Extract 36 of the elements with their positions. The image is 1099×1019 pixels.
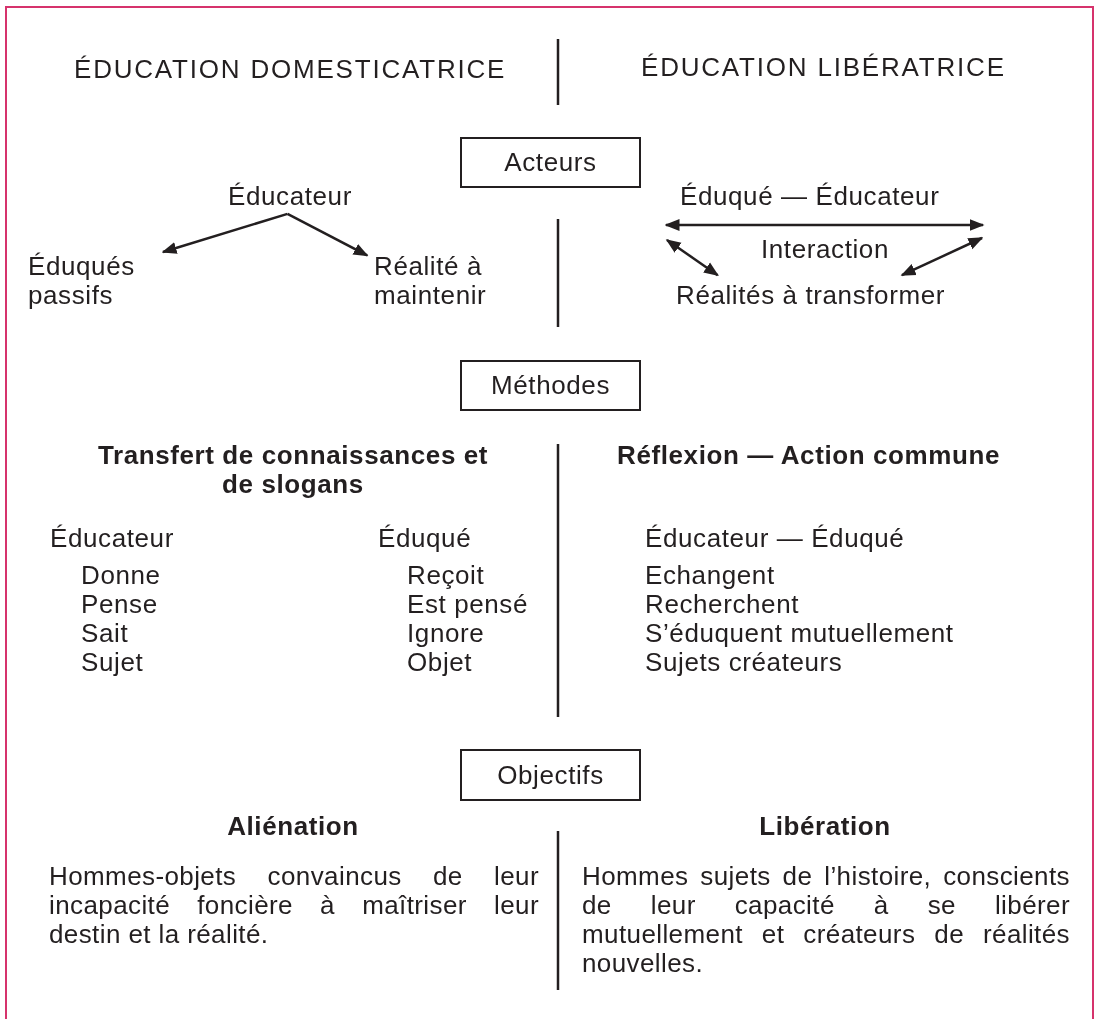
arrow — [286, 212, 369, 257]
list-item: Sujet — [81, 648, 144, 677]
column-heading: ÉDUCATION LIBÉRATRICE — [641, 53, 1006, 82]
list-item: Donne — [81, 561, 161, 590]
list-item: Ignore — [407, 619, 485, 648]
arrow — [161, 212, 288, 254]
list-item: Est pensé — [407, 590, 529, 619]
list-item: S’éduquent mutuellement — [645, 619, 954, 648]
list-item: Pense — [81, 590, 158, 619]
list-item: Éducateur — Éduqué — [645, 524, 905, 553]
list-item: Reçoit — [407, 561, 485, 590]
section-box: Méthodes — [460, 360, 641, 411]
objective-heading: Aliénation — [226, 812, 360, 841]
section-box: Objectifs — [460, 749, 641, 801]
list-item: Sujets créateurs — [645, 648, 843, 677]
node-label: Réalités à transformer — [676, 281, 945, 310]
column-heading: ÉDUCATION DOMESTICATRICE — [74, 55, 507, 84]
objective-description: Hommes-objets convaincus de leur incapacité foncière à maîtriser leur destin et la réalité. — [49, 862, 539, 949]
node-label: Éduqués passifs — [28, 252, 153, 310]
list-item: Echangent — [645, 561, 775, 590]
objective-description: Hommes sujets de l’histoire, conscients de leur capacité à se libérer mutuellement et créateurs de réalités nouvelles. — [582, 862, 1070, 978]
list-item: Éduqué — [378, 524, 472, 553]
list-item: Recherchent — [645, 590, 800, 619]
arrow — [900, 236, 984, 277]
arrow — [665, 238, 719, 277]
node-label: Éducateur — [228, 182, 352, 211]
list-item: Éducateur — [50, 524, 174, 553]
section-box: Acteurs — [460, 137, 641, 188]
diagram-label: Interaction — [760, 235, 890, 264]
objective-heading: Libération — [758, 812, 892, 841]
diagram-label: Éduqué — Éducateur — [680, 182, 940, 211]
node-label: Réalité à maintenir — [374, 252, 544, 310]
method-heading: Transfert de connaissances et de slogans — [96, 441, 490, 499]
list-item: Sait — [81, 619, 129, 648]
method-heading: Réflexion — Action commune — [617, 441, 1000, 470]
list-item: Objet — [407, 648, 473, 677]
